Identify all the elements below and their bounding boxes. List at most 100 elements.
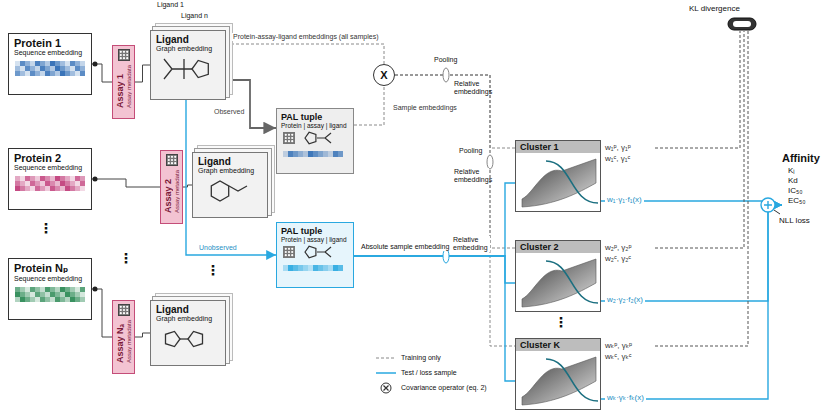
annotation-label: Relative embeddings — [453, 168, 489, 184]
connector — [601, 205, 782, 399]
assay-label-row: Assay 1Assay metadata — [115, 65, 132, 108]
cluster-surface-plot — [516, 351, 600, 407]
protein-name: Protein 1 — [14, 37, 86, 49]
assay-name: Assay 1 — [115, 65, 125, 108]
pooling-symbol — [443, 68, 449, 82]
cluster-title: Cluster K — [516, 339, 600, 351]
ligand-box: LigandGraph embedding — [150, 300, 226, 366]
weighted-output: w₁·γ₁·f₁(x) — [605, 195, 644, 204]
annotation-label: NLL loss — [778, 216, 811, 226]
molecule-icon — [166, 331, 203, 346]
annotation-label: Relative embeddings — [453, 80, 489, 96]
legend-row: Test / loss sample — [375, 365, 487, 380]
cluster-parameters: w₁ᶜ, γ₁ᶜ — [605, 154, 630, 163]
affinity-output: AffinityKᵢKdIC₅₀EC₅₀ — [782, 152, 826, 210]
annotation-label: Pooling — [433, 56, 458, 64]
ligand-title: Ligand — [156, 304, 220, 315]
legend-sample — [375, 382, 397, 394]
pal-tuple-icons — [281, 129, 349, 161]
connector — [92, 289, 112, 337]
connector — [135, 65, 150, 82]
weighted-output: wₖ·γₖ·fₖ(x) — [605, 393, 646, 402]
connector — [183, 185, 192, 187]
annotation-label: Ligand 1 — [156, 1, 185, 9]
legend-sample — [375, 352, 397, 364]
annotation-label: Absolute sample embedding — [360, 243, 450, 251]
assay-caption: Assay metadata — [126, 320, 132, 363]
junction-dot — [93, 287, 98, 292]
output-title: Affinity — [782, 152, 826, 164]
assay-metadata-icon — [118, 49, 130, 61]
connector — [354, 256, 515, 283]
operator-symbol: X — [380, 70, 387, 81]
assay-name: Assay Nₐ — [115, 320, 125, 363]
embedding-caption: Sequence embedding — [14, 275, 86, 282]
sum-symbol — [764, 201, 772, 209]
edge-label: Observed — [213, 108, 245, 116]
embedding-caption: Graph embedding — [198, 167, 262, 174]
ligand-graph — [156, 52, 216, 86]
kl-symbol — [733, 21, 751, 27]
connector — [186, 100, 276, 255]
cluster-box: Cluster 1w₁ᵖ, γ₁ᵖw₁ᶜ, γ₁ᶜw₁·γ₁·f₁(x) — [515, 140, 601, 212]
ligand-box: LigandGraph embedding — [192, 152, 268, 218]
nll-leader — [774, 210, 780, 214]
junction-dot — [93, 177, 98, 182]
edge-label: Sample embeddings — [392, 104, 458, 112]
kl-wire — [655, 31, 740, 148]
embedding-caption: Graph embedding — [156, 315, 220, 322]
annotation-label: Ligand n — [180, 12, 209, 20]
pal-caption: Protein | assay | ligand — [281, 236, 349, 243]
assay-name: Assay 2 — [163, 170, 173, 213]
embedding-caption: Sequence embedding — [14, 49, 86, 56]
connector — [354, 183, 515, 256]
affinity-type: EC₅₀ — [782, 196, 826, 206]
assay-box: Assay NₐAssay metadata — [112, 300, 135, 374]
cluster-surface-plot — [516, 153, 600, 209]
prior-parameters: w₁ᵖ, γ₁ᵖ — [605, 143, 631, 152]
cluster-title: Cluster 1 — [516, 141, 600, 153]
legend-row: Training only — [375, 350, 487, 365]
connector — [226, 44, 384, 64]
assay-metadata-icon — [166, 154, 178, 166]
protein-box: Protein NₚSequence embedding — [8, 258, 92, 320]
connector — [92, 179, 160, 187]
cluster-surface-plot — [516, 253, 600, 309]
ligand-box: LigandGraph embedding — [150, 30, 226, 100]
sequence-embedding-heatmap — [14, 176, 86, 191]
assay-label-row: Assay NₐAssay metadata — [115, 320, 132, 363]
protein-box: Protein 1Sequence embedding — [8, 33, 92, 95]
sequence-embedding-heatmap — [14, 61, 86, 76]
connector — [354, 256, 515, 381]
connector — [601, 205, 782, 301]
molecule-icon — [164, 59, 208, 79]
assay-caption: Assay metadata — [126, 65, 132, 108]
protein-name: Protein 2 — [14, 152, 86, 164]
legend-row: Covariance operator (eq. 2) — [375, 380, 487, 395]
annotation-label: KL divergence — [688, 4, 741, 14]
cluster-title: Cluster 2 — [516, 241, 600, 253]
assay-label-row: Assay 2Assay metadata — [163, 170, 180, 213]
pooling-symbol — [487, 155, 493, 169]
affinity-type: IC₅₀ — [782, 186, 826, 196]
prior-parameters: w₂ᵖ, γ₂ᵖ — [605, 243, 631, 252]
pal-caption: Protein | assay | ligand — [281, 122, 349, 129]
ligand-title: Ligand — [156, 34, 220, 45]
ligand-title: Ligand — [198, 156, 262, 167]
connector — [395, 75, 515, 346]
connector — [226, 80, 276, 128]
legend-sample — [375, 367, 397, 379]
weighted-output: w₂·γ₂·f₂(x) — [605, 295, 645, 304]
affinity-type: Kd — [782, 176, 826, 186]
annotation-label: Relative embedding — [452, 236, 490, 252]
legend-text: Test / loss sample — [401, 369, 457, 376]
kl-wire — [655, 31, 748, 346]
cluster-box: Cluster 2w₂ᵖ, γ₂ᵖw₂ᶜ, γ₂ᶜw₂·γ₂·f₂(x) — [515, 240, 601, 312]
pooling-symbol — [443, 249, 449, 263]
cluster-parameters: w₂ᶜ, γ₂ᶜ — [605, 254, 631, 263]
covariance-operator: X — [373, 64, 395, 86]
assay-metadata-icon — [118, 304, 130, 316]
ellipsis: ⋮ — [553, 314, 569, 330]
legend-text: Covariance operator (eq. 2) — [401, 384, 487, 391]
